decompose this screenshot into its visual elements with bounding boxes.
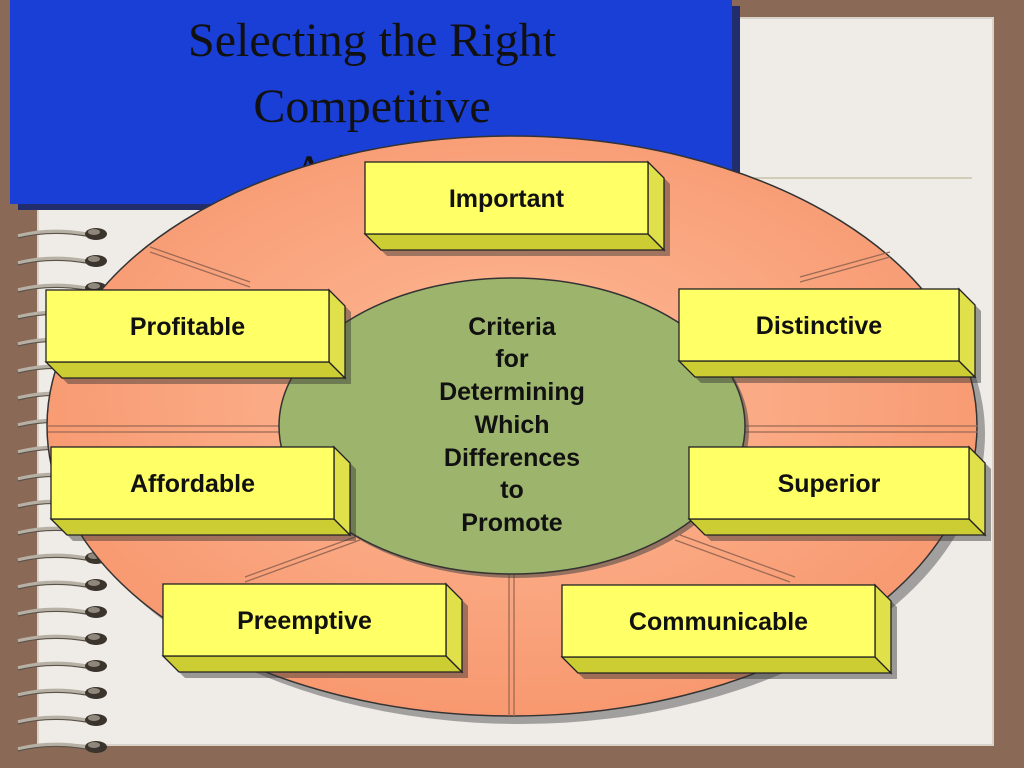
center-line-6: to — [500, 476, 524, 504]
center-line-4: Which — [475, 411, 550, 439]
title-line-1: Selecting the Right — [188, 14, 557, 67]
criteria-label: Important — [449, 185, 565, 213]
criteria-label: Distinctive — [756, 312, 883, 340]
criteria-label: Communicable — [629, 608, 808, 636]
criteria-box-profitable: Profitable — [46, 290, 351, 384]
center-line-7: Promote — [461, 509, 563, 537]
criteria-box-distinctive: Distinctive — [679, 289, 981, 383]
criteria-label: Profitable — [130, 313, 245, 341]
criteria-box-affordable: Affordable — [51, 447, 356, 541]
criteria-box-preemptive: Preemptive — [163, 584, 468, 678]
criteria-box-superior: Superior — [689, 447, 991, 541]
criteria-box-important: Important — [365, 162, 670, 256]
criteria-label: Preemptive — [237, 607, 372, 635]
center-line-3: Determining — [439, 378, 585, 406]
criteria-label: Superior — [778, 470, 881, 498]
center-line-2: for — [495, 345, 529, 373]
criteria-box-communicable: Communicable — [562, 585, 897, 679]
title-line-2: Competitive — [253, 80, 490, 133]
center-line-5: Differences — [444, 444, 580, 472]
center-line-1: Criteria — [468, 313, 557, 341]
criteria-label: Affordable — [130, 470, 255, 498]
